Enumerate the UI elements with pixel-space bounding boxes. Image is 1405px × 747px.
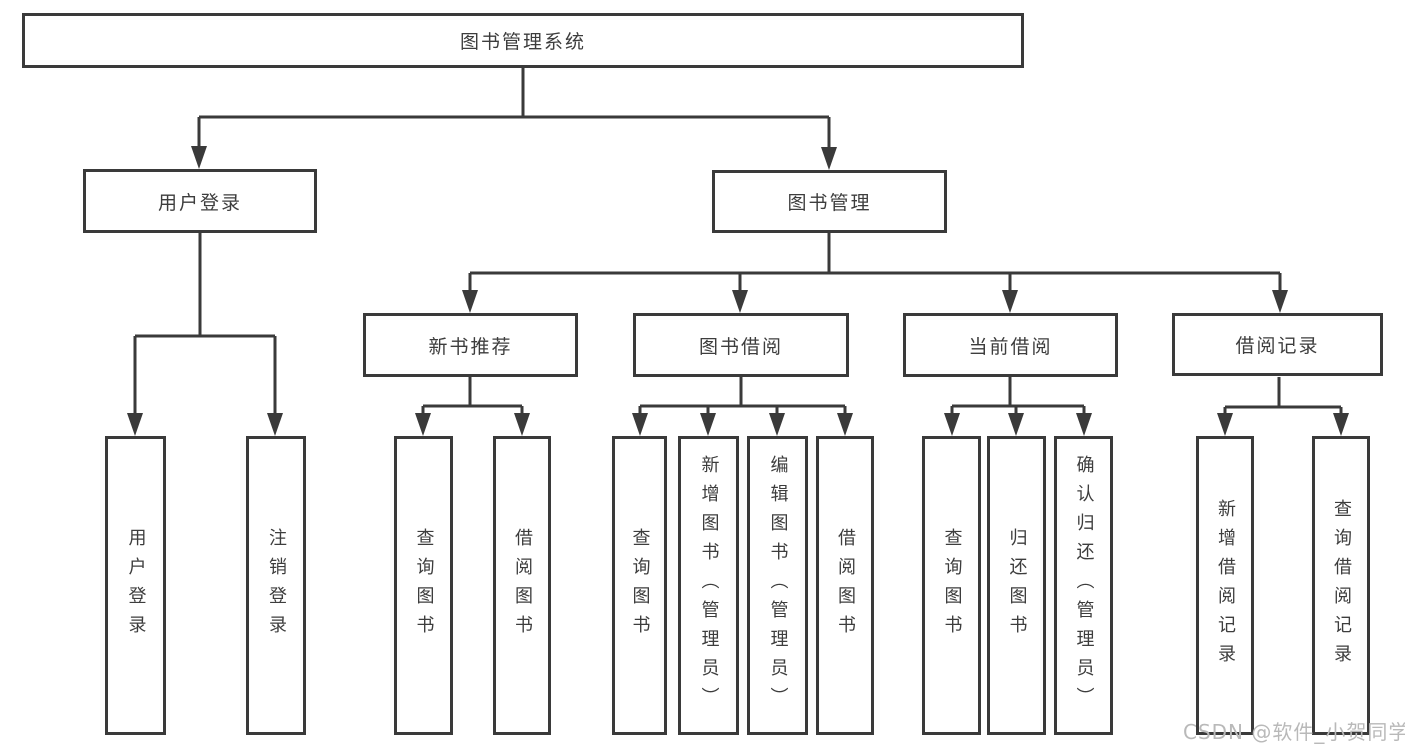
node-label: 新增借阅记录: [1215, 498, 1236, 673]
node-label: 用户登录: [157, 191, 242, 214]
node-label: 归还图书: [1006, 527, 1028, 644]
node-borrowing-records: 借阅记录: [1172, 313, 1383, 376]
connector-book-management: [462, 233, 1288, 313]
leaf-edit-books-admin: 编辑图书（管理员）: [747, 436, 808, 735]
node-current-borrowing: 当前借阅: [903, 313, 1118, 377]
node-label: 用户登录: [125, 527, 147, 644]
node-label: 查询图书: [413, 527, 435, 644]
csdn-watermark: CSDN @软件_小贺同学: [1183, 720, 1405, 744]
node-label: 编辑图书（管理员）: [767, 455, 789, 716]
node-label: 查询图书: [941, 527, 963, 644]
leaf-user-login: 用户登录: [105, 436, 166, 735]
node-label: 查询图书: [629, 527, 651, 644]
connector-current-borrowing: [944, 377, 1092, 436]
node-user-login: 用户登录: [83, 169, 317, 233]
node-label: 图书管理: [787, 192, 872, 214]
node-label: 新增图书（管理员）: [698, 455, 720, 716]
leaf-confirm-return-admin: 确认归还（管理员）: [1054, 436, 1113, 735]
connector-borrowing-records: [1217, 377, 1349, 436]
connector-user-login: [127, 233, 283, 436]
leaf-query-books-current: 查询图书: [922, 436, 981, 735]
node-book-management: 图书管理: [712, 170, 947, 233]
node-label: 确认归还（管理员）: [1073, 455, 1095, 716]
connector-root: [191, 68, 837, 170]
node-library-system: 图书管理系统: [22, 13, 1024, 68]
leaf-borrow-books: 借阅图书: [816, 436, 874, 735]
node-label: 借阅记录: [1235, 335, 1320, 357]
leaf-logout: 注销登录: [246, 436, 306, 735]
node-label: 新书推荐: [428, 335, 513, 358]
node-label: 借阅图书: [835, 527, 856, 644]
node-book-borrowing: 图书借阅: [633, 313, 849, 377]
node-label: 查询借阅记录: [1331, 498, 1352, 673]
leaf-add-books-admin: 新增图书（管理员）: [678, 436, 739, 735]
node-label: 借阅图书: [512, 527, 533, 644]
leaf-return-books: 归还图书: [987, 436, 1046, 735]
leaf-query-books-borrowing: 查询图书: [612, 436, 667, 735]
leaf-add-borrow-record: 新增借阅记录: [1196, 436, 1254, 735]
connector-new-book-recommend: [415, 377, 530, 436]
leaf-query-books-recommend: 查询图书: [394, 436, 453, 735]
node-new-book-recommend: 新书推荐: [363, 313, 578, 377]
node-label: 当前借阅: [968, 335, 1053, 358]
node-label: 注销登录: [266, 527, 287, 644]
leaf-query-borrow-record: 查询借阅记录: [1312, 436, 1370, 735]
connector-book-borrowing: [632, 377, 853, 436]
leaf-borrow-books-recommend: 借阅图书: [493, 436, 551, 735]
node-label: 图书管理系统: [459, 31, 586, 53]
node-label: 图书借阅: [698, 335, 783, 358]
